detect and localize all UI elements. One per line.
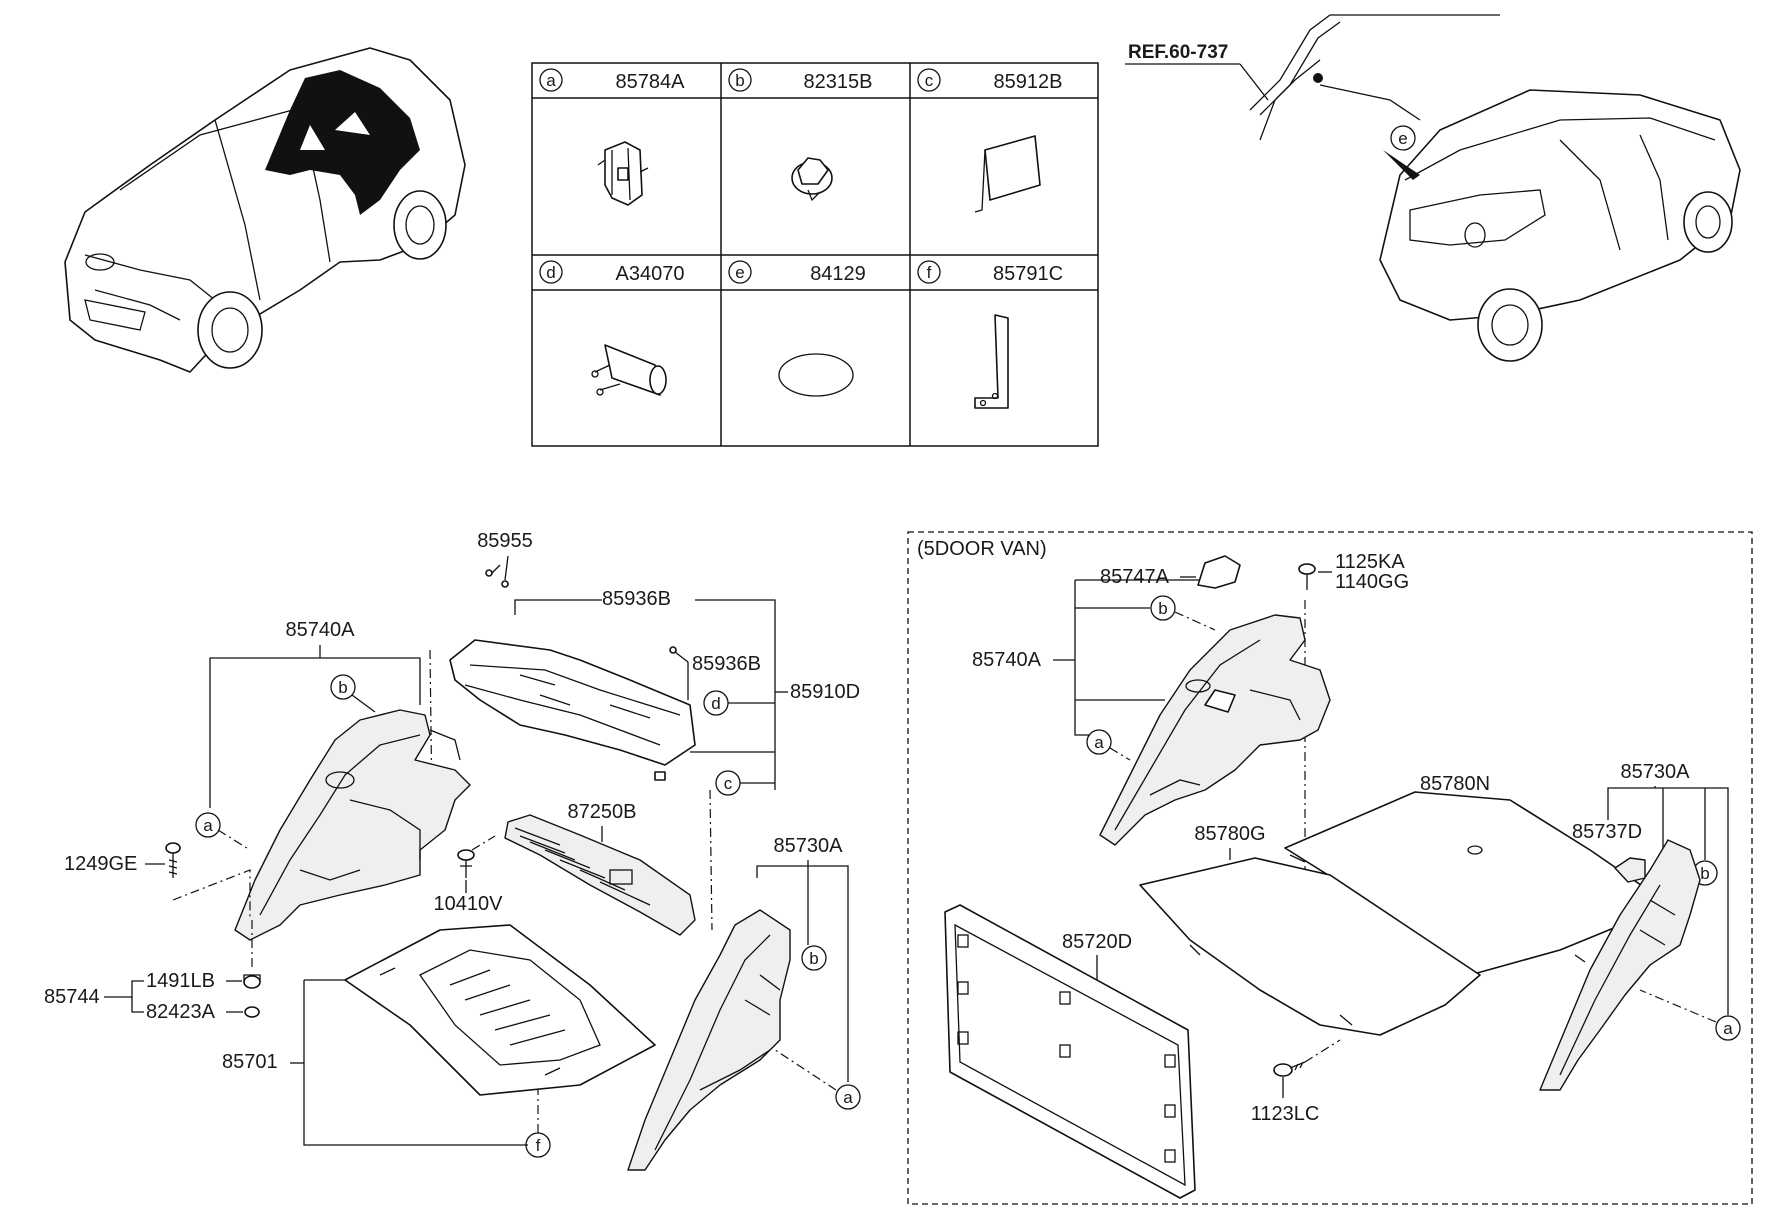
screw-1123LC-drawing (1273, 1061, 1306, 1077)
bracket-85912B-drawing (974, 135, 1041, 213)
callout-a-van-left: a (1094, 733, 1104, 752)
label-85720D-van: 85720D (1062, 931, 1132, 953)
bolt-1125KA-drawing (1298, 563, 1316, 590)
car-front-view (64, 47, 466, 373)
label-85730A: 85730A (774, 835, 844, 857)
van-right-quarter-trim-drawing (1539, 839, 1701, 1091)
label-82423A: 82423A (146, 1001, 216, 1023)
label-85747A-van: 85747A (1100, 566, 1170, 588)
luggage-mat-85701-drawing (344, 924, 656, 1096)
board-85720D-drawing (944, 904, 1196, 1199)
label-85737D-van: 85737D (1572, 821, 1642, 843)
main-exploded-view: 85955 85936B 85936B 85910D d c 85740A (44, 530, 861, 1171)
legend-letter-d: d (546, 263, 555, 282)
legend-part-b: 82315B (804, 71, 873, 93)
cap-85747A-drawing (1197, 555, 1241, 589)
label-85780G-van: 85780G (1194, 823, 1265, 845)
legend-letter-c: c (925, 71, 934, 90)
car-rear-view: REF.60-737 e (1125, 14, 1741, 362)
legend-letter-b: b (735, 71, 744, 90)
legend-part-a: 85784A (616, 71, 686, 93)
headlining-trim-highlight (265, 70, 420, 215)
callout-d-main: d (711, 694, 720, 713)
label-85740A: 85740A (286, 619, 356, 641)
callout-a-main: a (843, 1088, 853, 1107)
washer-82423A-drawing (244, 1006, 260, 1018)
legend-part-d: A34070 (616, 263, 685, 285)
callout-a-van-right: a (1723, 1019, 1733, 1038)
label-1491LB: 1491LB (146, 970, 215, 992)
sill-plate-87250B-drawing (504, 814, 696, 936)
callout-f-main: f (536, 1136, 541, 1155)
callout-a-left: a (203, 816, 213, 835)
legend-letter-a: a (546, 71, 556, 90)
callout-b-left: b (338, 678, 347, 697)
parcel-shelf-drawing (449, 639, 696, 781)
legend-part-c: 85912B (994, 71, 1063, 93)
clip-82315B-drawing (791, 157, 833, 202)
van-variant-label: (5DOOR VAN) (917, 538, 1047, 560)
cover-85737D-drawing (1614, 857, 1646, 883)
label-85936B: 85936B (602, 588, 671, 610)
callout-e: e (1398, 129, 1407, 148)
label-85936B-2: 85936B (692, 653, 761, 675)
legend-part-e: 84129 (810, 263, 866, 285)
legend-letter-e: e (735, 263, 744, 282)
pad-84129-drawing (778, 353, 854, 397)
callout-b-main: b (809, 949, 818, 968)
label-1125KA-van: 1125KA (1335, 551, 1405, 573)
label-85730A-van: 85730A (1621, 761, 1691, 783)
legend-letter-f: f (927, 263, 932, 282)
label-85740A-van: 85740A (972, 649, 1042, 671)
callout-b-van-right: b (1700, 864, 1709, 883)
clip-85784A-drawing (597, 141, 649, 206)
label-1123LC-van: 1123LC (1251, 1103, 1320, 1125)
legend-table: a 85784A b 82315B c 85912B d A34070 e 84… (531, 62, 1099, 447)
label-1249GE: 1249GE (64, 853, 137, 875)
ref-label: REF.60-737 (1128, 42, 1228, 63)
right-quarter-trim-drawing (627, 909, 791, 1171)
callout-c-main: c (724, 774, 733, 793)
label-10410V: 10410V (434, 893, 504, 915)
left-quarter-trim-drawing (234, 709, 471, 941)
clip-10410V-drawing (457, 849, 475, 878)
van-left-quarter-trim-drawing (1099, 614, 1331, 846)
label-85744: 85744 (44, 986, 100, 1008)
callout-b-van-left: b (1158, 599, 1167, 618)
van-variant-panel: (5DOOR VAN) 85747A 1125KA 1140GG 85740A … (907, 531, 1753, 1205)
screw-1249GE-drawing (165, 842, 181, 878)
bracket-85791C-drawing (974, 314, 1009, 409)
legend-part-f: 85791C (993, 263, 1063, 285)
label-1140GG-van: 1140GG (1335, 571, 1409, 593)
label-85780N-van: 85780N (1420, 773, 1490, 795)
label-85701: 85701 (222, 1051, 278, 1073)
label-85910D: 85910D (790, 681, 860, 703)
luggage-board-85780G-drawing (1139, 857, 1481, 1036)
label-87250B: 87250B (568, 801, 637, 823)
fastener-1491LB-drawing (243, 974, 261, 989)
pin-A34070-drawing (591, 344, 667, 396)
label-85955: 85955 (477, 530, 533, 552)
